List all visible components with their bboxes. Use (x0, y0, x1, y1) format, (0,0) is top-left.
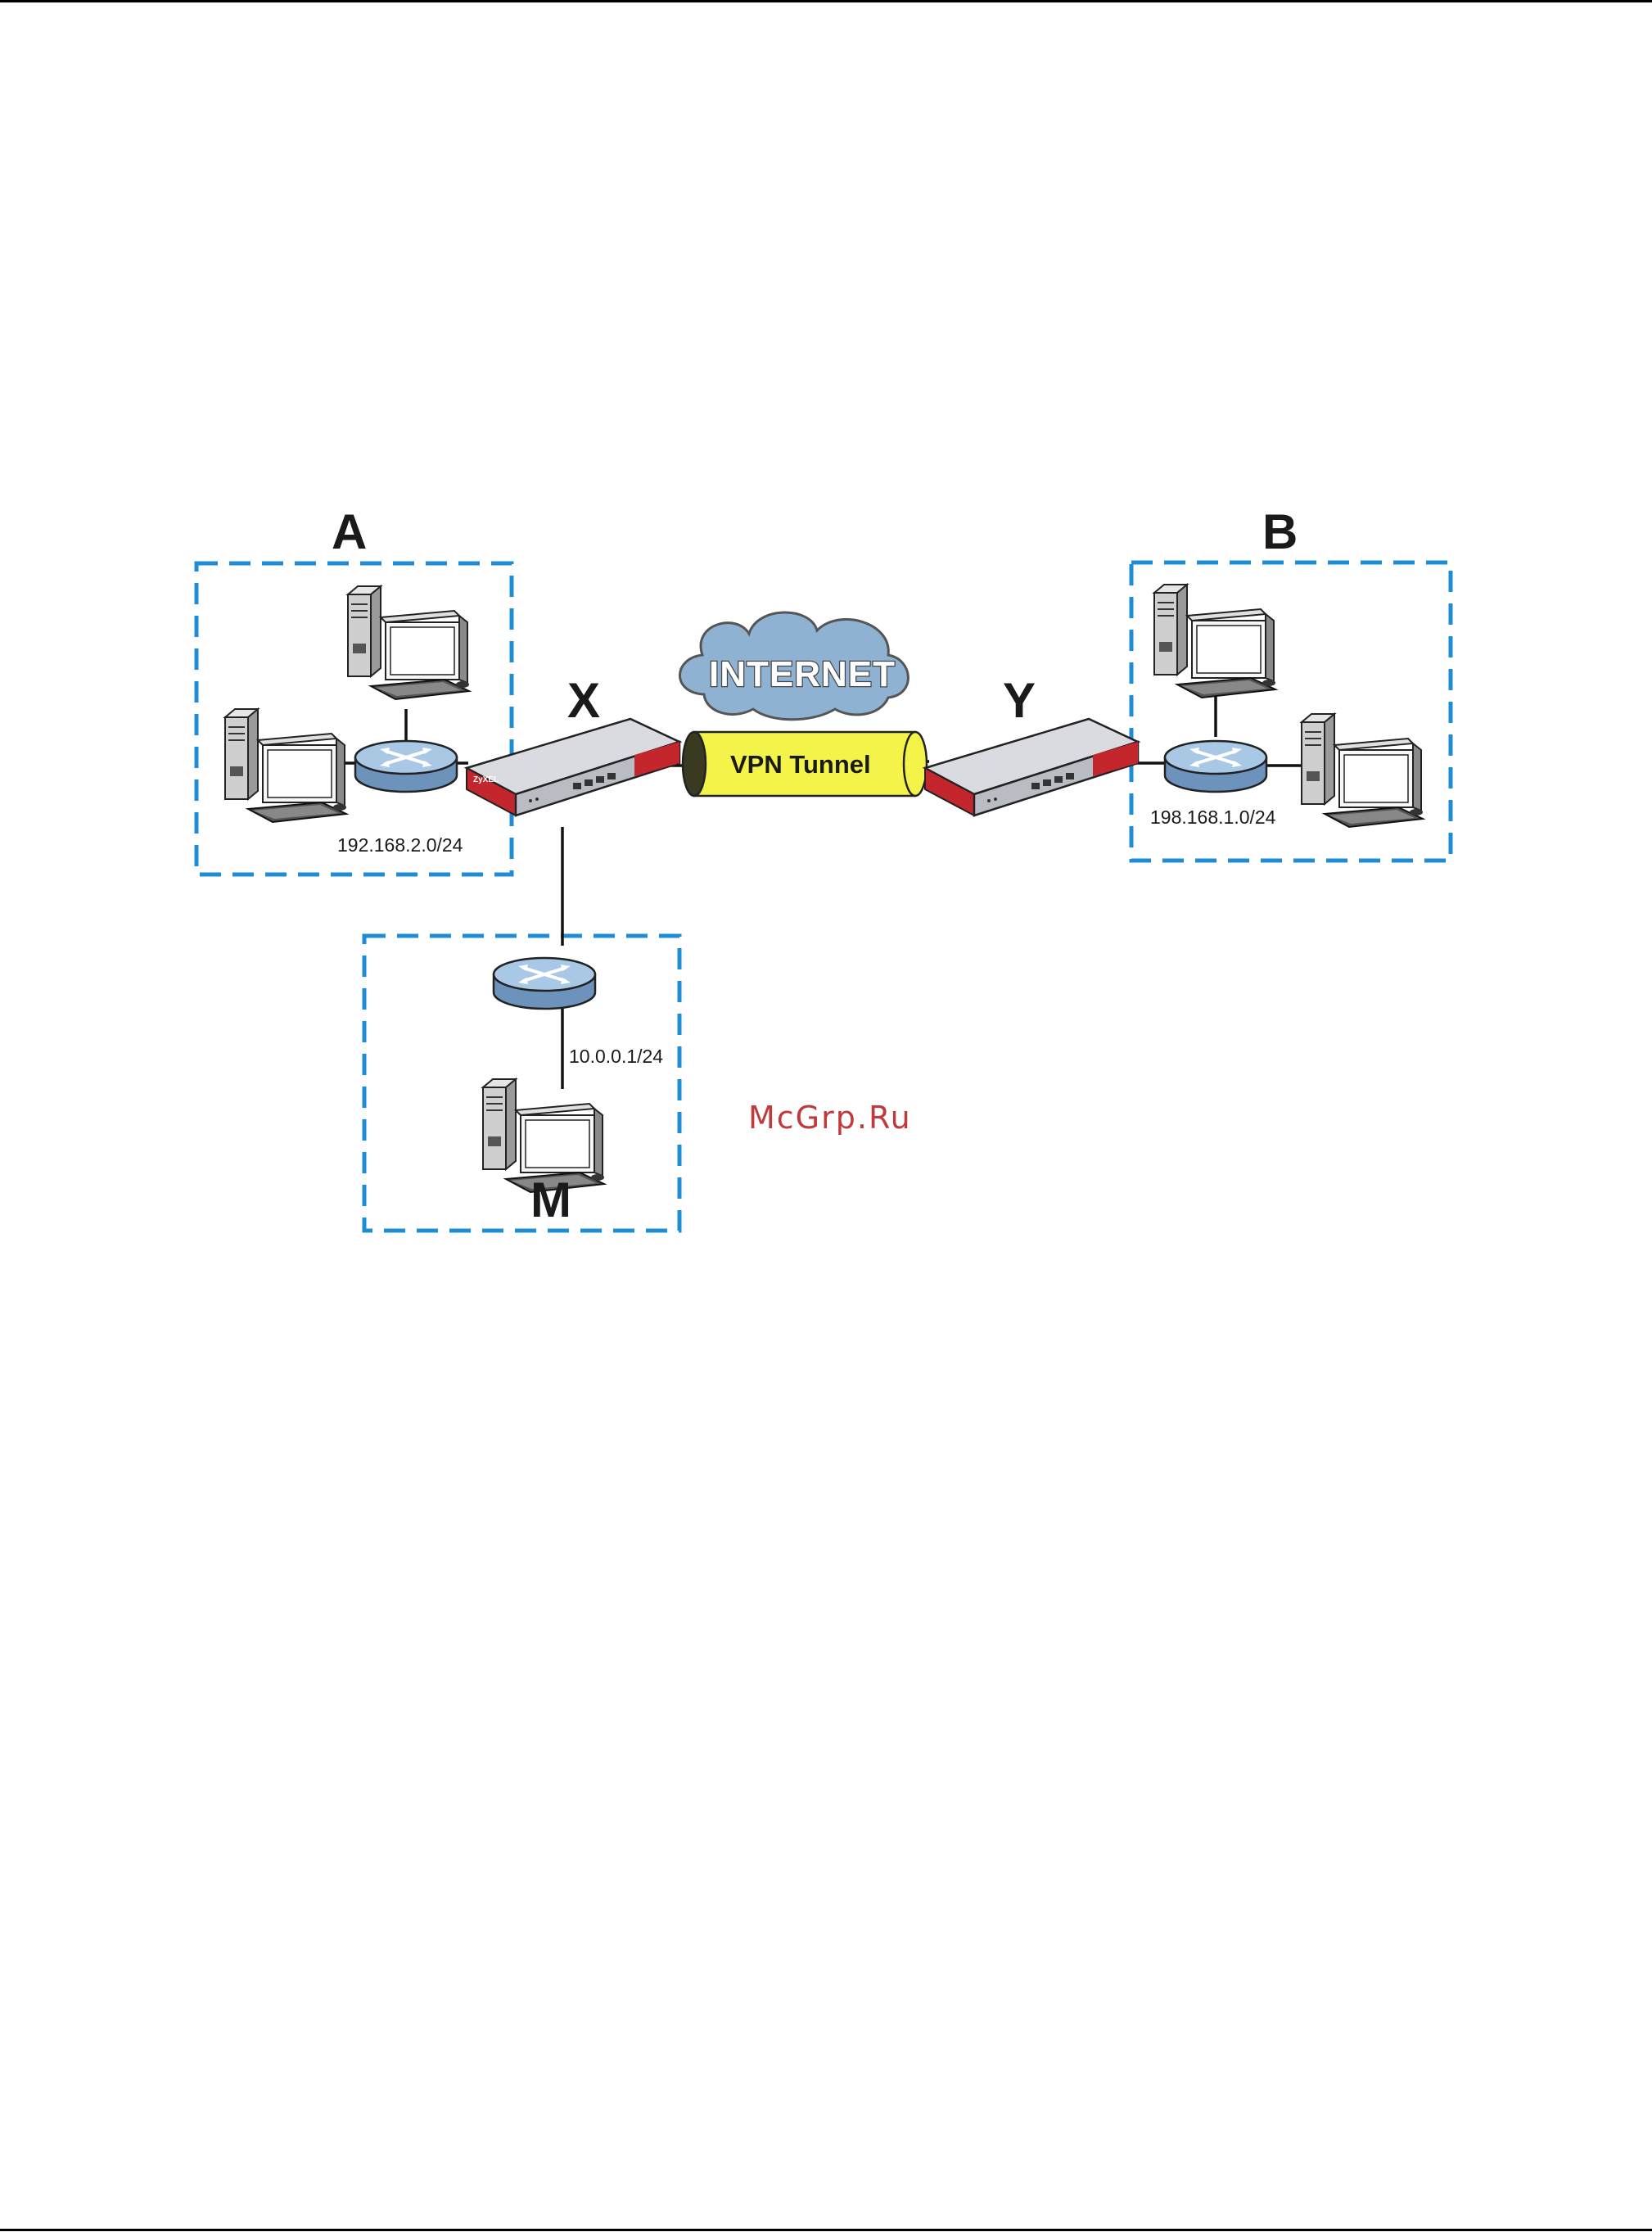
security-appliance-x-icon (467, 719, 679, 816)
network-label-m: M (530, 1172, 571, 1227)
security-appliance-y-icon (925, 719, 1138, 816)
router-icon (1165, 741, 1266, 792)
subnet-label-b: 198.168.1.0/24 (1150, 807, 1276, 828)
watermark: McGrp.Ru (748, 1100, 912, 1136)
pc-icon (348, 586, 469, 699)
svg-text:VPN Tunnel: VPN Tunnel (730, 750, 871, 779)
pc-icon (225, 709, 346, 822)
svg-text:INTERNET: INTERNET (709, 654, 896, 694)
subnet-label-a: 192.168.2.0/24 (337, 834, 463, 856)
network-label-a: A (332, 504, 367, 559)
pc-icon (1302, 714, 1423, 827)
subnet-label-m: 10.0.0.1/24 (569, 1046, 663, 1067)
brand-logo: ZyXEL (473, 775, 499, 784)
bottom-rule (0, 2229, 1652, 2231)
device-label-x: X (567, 673, 600, 728)
internet-cloud-icon: INTERNET (680, 612, 909, 720)
vpn-tunnel: VPN Tunnel (683, 732, 927, 796)
router-icon (355, 741, 457, 792)
router-icon (494, 958, 595, 1009)
pc-icon (1154, 585, 1275, 698)
network-label-b: B (1262, 504, 1298, 559)
device-label-y: Y (1003, 673, 1036, 728)
